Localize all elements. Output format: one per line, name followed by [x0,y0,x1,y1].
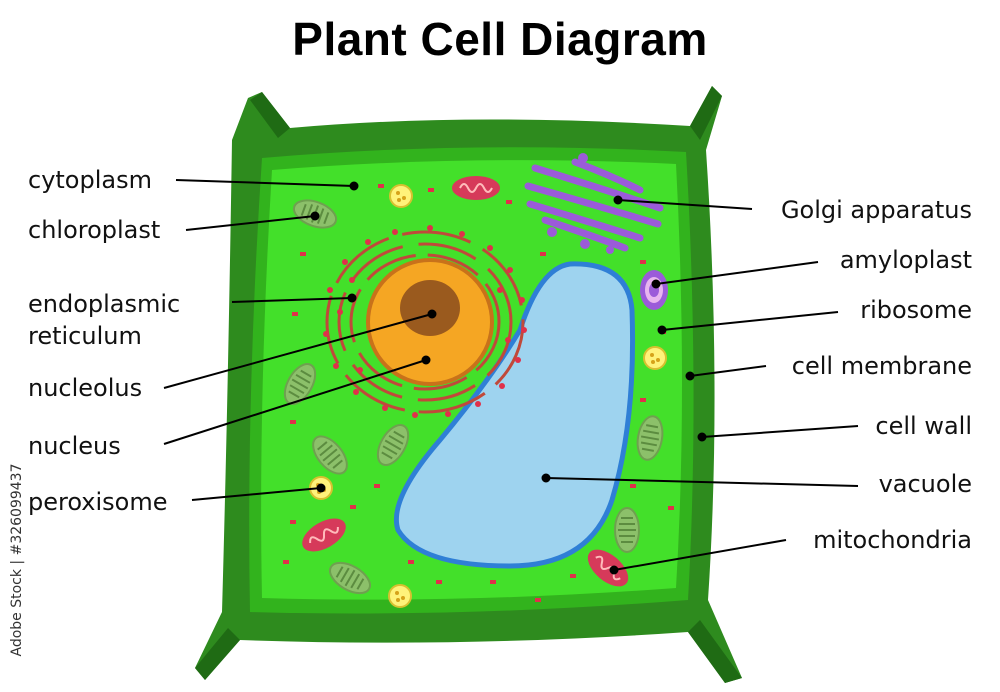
peroxisomes [309,184,667,608]
stock-watermark: Adobe Stock | #326099437 [2,452,32,682]
free-ribosomes [283,184,674,602]
endoplasmic-reticulum [325,230,525,414]
label-cell-membrane: cell membrane [791,352,972,380]
amyloplast [640,270,668,310]
label-golgi-apparatus: Golgi apparatus [780,196,972,224]
label-peroxisome: peroxisome [28,488,168,516]
label-amyloplast: amyloplast [839,246,972,274]
mitochondria [302,176,629,587]
leader-lines [163,179,859,575]
label-ribosome: ribosome [860,296,972,324]
page-title: Plant Cell Diagram [292,13,708,65]
label-endoplasmic-reticulum-line1: endoplasmic [28,290,181,318]
watermark-text: Adobe Stock | #326099437 [9,463,25,657]
label-nucleus: nucleus [28,432,121,460]
label-mitochondria: mitochondria [813,526,972,554]
golgi-vesicles [547,153,614,254]
label-chloroplast: chloroplast [28,216,161,244]
golgi-apparatus [524,158,664,252]
label-endoplasmic-reticulum-line2: reticulum [28,322,142,350]
chloroplasts [283,199,664,595]
label-nucleolus: nucleolus [28,374,143,402]
label-cytoplasm: cytoplasm [28,166,152,194]
er-ribosome-dots [323,225,527,418]
label-cell-wall: cell wall [875,412,972,440]
label-vacuole: vacuole [878,470,972,498]
nucleolus [400,280,460,336]
